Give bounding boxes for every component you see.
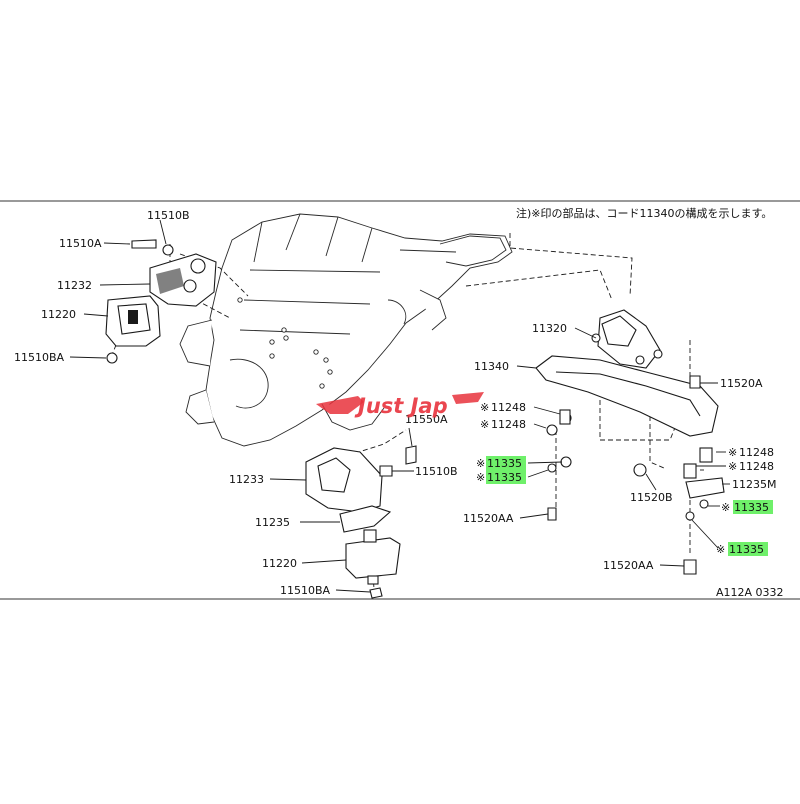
label-11510b-mid: 11510B	[415, 465, 458, 478]
label-11220-bottom: 11220	[262, 557, 297, 570]
bolt-11520aa-mid	[547, 507, 557, 521]
nut-11520b	[633, 463, 647, 477]
label-11233: 11233	[229, 473, 264, 486]
plate-11235	[339, 505, 392, 533]
highlight-11335-b	[486, 470, 526, 484]
insulator-11220-bottom	[345, 537, 401, 579]
plate-11235m	[685, 477, 725, 499]
mark-11335-a: ※	[476, 457, 485, 470]
nut-11510ba-bottom	[369, 587, 383, 599]
collar-11248-c	[699, 447, 713, 463]
label-11510b-top: 11510B	[147, 209, 190, 222]
bolt-11510a	[131, 239, 157, 249]
front-mount-left	[105, 239, 249, 364]
label-11248-a: 11248	[491, 401, 526, 414]
label-11335-b: 11335	[487, 471, 522, 484]
highlight-boxes	[486, 456, 773, 556]
label-11520a: 11520A	[720, 377, 763, 390]
mark-11248-a: ※	[480, 401, 489, 414]
label-11235: 11235	[255, 516, 290, 529]
collar-11248-d	[683, 463, 697, 479]
front-mount-right	[305, 429, 417, 599]
label-11510ba-bottom: 11510BA	[280, 584, 331, 597]
label-11335-c: 11335	[734, 501, 769, 514]
collar-11248-a	[546, 424, 558, 436]
label-11520aa-mid: 11520AA	[463, 512, 514, 525]
diagram-code: A112A 0332	[716, 586, 784, 599]
highlight-11335-c	[733, 500, 773, 514]
nut-11510b-top	[162, 244, 174, 256]
label-11510ba-top: 11510BA	[14, 351, 65, 364]
crossmember-assembly	[465, 233, 725, 575]
label-11220-top: 11220	[41, 308, 76, 321]
washer-11335-c	[699, 499, 709, 509]
highlight-11335-a	[486, 456, 526, 470]
engine-transmission-outline	[179, 213, 513, 447]
bolt-11520aa-right	[683, 559, 697, 575]
label-11248-c: 11248	[739, 446, 774, 459]
label-11335-a: 11335	[487, 457, 522, 470]
label-11320: 11320	[532, 322, 567, 335]
label-11520b: 11520B	[630, 491, 673, 504]
part-labels: 11510B 11510A 11232 11220 11510BA 11320 …	[14, 209, 784, 599]
label-11510a: 11510A	[59, 237, 102, 250]
mark-11248-c: ※	[728, 446, 737, 459]
washer-11335-d	[685, 511, 695, 521]
bolt-11550a	[405, 445, 417, 465]
label-11550a: 11550A	[405, 413, 448, 426]
diagram-note: 注)※印の部品は、コード11340の構成を示します。	[516, 206, 772, 220]
nut-11510ba-top	[106, 352, 118, 364]
label-11235m: 11235M	[732, 478, 776, 491]
mark-11335-c: ※	[721, 501, 730, 514]
mark-11335-b: ※	[476, 471, 485, 484]
label-11248-b: 11248	[491, 418, 526, 431]
mark-11248-b: ※	[480, 418, 489, 431]
bolt-11520a	[689, 375, 701, 389]
label-11248-d: 11248	[739, 460, 774, 473]
washer-11335-b	[547, 463, 557, 473]
label-11520aa-right: 11520AA	[603, 559, 654, 572]
label-11232: 11232	[57, 279, 92, 292]
mark-11248-d: ※	[728, 460, 737, 473]
highlight-11335-d	[728, 542, 768, 556]
label-11340: 11340	[474, 360, 509, 373]
mark-11335-d: ※	[716, 543, 725, 556]
nut-11510b-mid	[379, 465, 393, 477]
watermark-text: Just Jap	[354, 394, 448, 418]
label-11335-d: 11335	[729, 543, 764, 556]
leader-lines	[69, 219, 730, 593]
washer-11335-a	[560, 456, 572, 468]
watermark-logo: Just Jap	[316, 392, 484, 418]
